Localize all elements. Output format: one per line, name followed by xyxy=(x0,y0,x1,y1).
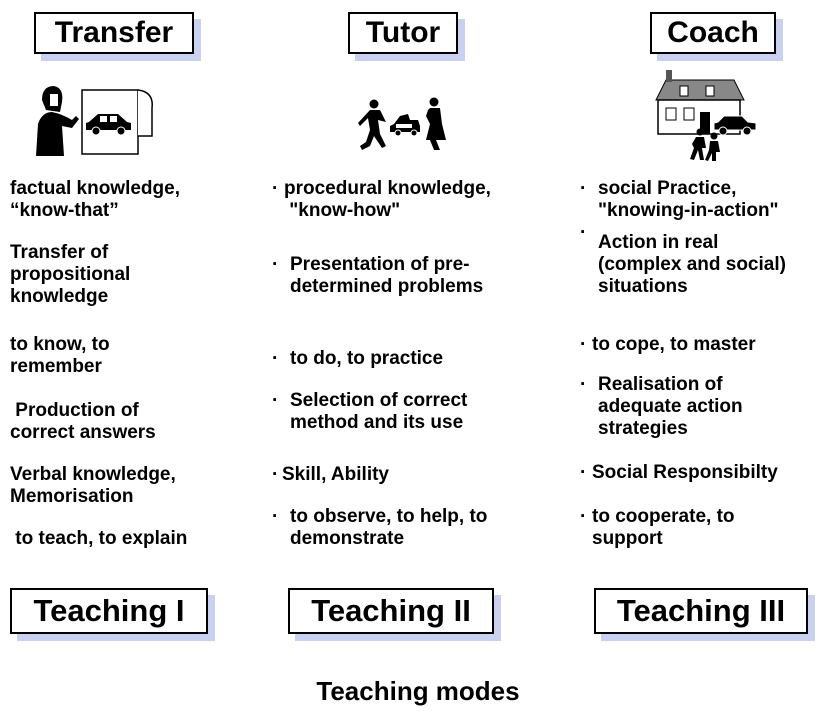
transfer-item-3: to know, to remember xyxy=(10,334,110,377)
column-title-coach: Coach xyxy=(650,12,776,54)
transfer-item-5: Verbal knowledge, Memorisation xyxy=(10,464,176,507)
column-title-transfer: Transfer xyxy=(34,12,194,54)
transfer-item-6: to teach, to explain xyxy=(10,528,188,549)
coach-item-2: Action in real (complex and social) situ… xyxy=(598,232,786,297)
coach-item-6: to cooperate, to support xyxy=(592,506,735,549)
bullet: · xyxy=(272,464,279,485)
tutor-item-4: Selection of correct method and its use xyxy=(290,390,468,433)
bullet: · xyxy=(272,254,279,275)
bullet: · xyxy=(580,334,587,355)
teaching-mode-2-box: Teaching II xyxy=(288,588,494,634)
bullet: · xyxy=(580,178,587,199)
teacher-with-car-chart-icon xyxy=(36,86,153,156)
diagram-caption: Teaching modes xyxy=(316,676,520,706)
teaching-mode-1-box: Teaching I xyxy=(10,588,208,634)
bullet: · xyxy=(272,348,279,369)
bullet: · xyxy=(272,390,279,411)
tutor-item-5: Skill, Ability xyxy=(282,464,389,485)
teaching-mode-3-box: Teaching III xyxy=(594,588,808,634)
coach-item-4: Realisation of adequate action strategie… xyxy=(598,374,743,439)
tutor-item-1: procedural knowledge, "know-how" xyxy=(284,178,491,221)
house-car-people-icon xyxy=(655,70,757,161)
tutor-item-2: Presentation of pre- determined problems xyxy=(290,254,484,297)
bullet: · xyxy=(272,506,279,527)
transfer-item-2: Transfer of propositional knowledge xyxy=(10,242,131,307)
bullet: · xyxy=(272,178,279,199)
bullet: · xyxy=(580,222,587,243)
bullet: · xyxy=(580,506,587,527)
coach-item-1: social Practice, "knowing-in-action" xyxy=(598,178,779,221)
transfer-item-4: Production of correct answers xyxy=(10,400,156,443)
bullet: · xyxy=(580,462,587,483)
transfer-item-1: factual knowledge, “know-that” xyxy=(10,178,180,221)
coach-item-5: Social Responsibilty xyxy=(592,462,778,483)
tutor-item-3: to do, to practice xyxy=(290,348,444,369)
tutor-item-6: to observe, to help, to demonstrate xyxy=(290,506,488,549)
coach-item-3: to cope, to master xyxy=(592,334,756,355)
people-and-car-icon xyxy=(358,97,446,150)
bullet: · xyxy=(580,374,587,395)
column-title-tutor: Tutor xyxy=(348,12,458,54)
